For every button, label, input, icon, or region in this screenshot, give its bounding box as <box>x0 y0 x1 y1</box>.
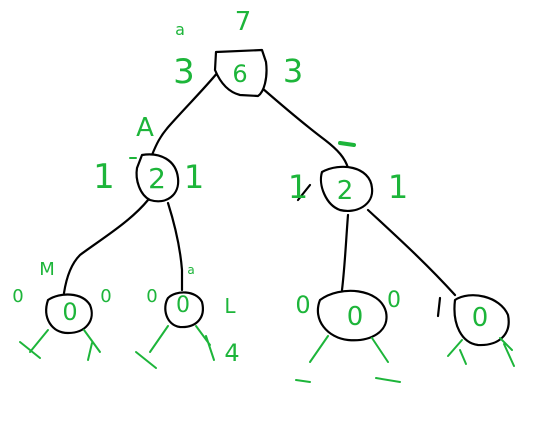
leaf-ll-value: 0 <box>62 298 77 326</box>
leaf-lr-value: 0 <box>176 293 190 318</box>
root-right-label: 3 <box>283 52 303 90</box>
leaf-rr-left-branch <box>447 339 467 365</box>
leaf-lr-left-label: 0 <box>146 286 157 307</box>
leaf-lr-outline <box>164 291 204 329</box>
leaf-lr-right-label: L <box>224 294 236 318</box>
root-node-outline <box>213 48 268 98</box>
leaf-ll-outline <box>45 293 93 335</box>
leaf-rl-left-label: 0 <box>295 291 310 319</box>
leaf-rl-right-branch <box>371 337 401 383</box>
root-value: 6 <box>232 60 247 88</box>
leaf-rl-outline <box>316 289 388 342</box>
left-node-outline <box>135 153 180 203</box>
leaf-rl-right-label: 0 <box>387 288 401 313</box>
leaf-rr-stub <box>436 296 442 318</box>
left-node-left-label: 1 <box>93 157 115 197</box>
right-node-stub <box>296 183 312 202</box>
right-node-right-label: 1 <box>388 168 408 206</box>
leaf-lr-right-branch <box>195 325 215 361</box>
leaf-ll-above-label: M <box>39 259 55 280</box>
leaf-lr-above-label: a <box>187 263 194 277</box>
edge-root-to-right <box>260 86 350 170</box>
root-left-label: 3 <box>173 52 195 92</box>
left-node-value: 2 <box>148 162 166 195</box>
leaf-rl-left-branch <box>295 335 329 383</box>
edge-right-to-leaf-rl <box>340 213 350 292</box>
root-mark: a <box>175 20 185 39</box>
leaf-rl-value: 0 <box>347 302 364 332</box>
leaf-ll-left-label: 0 <box>12 286 23 307</box>
edge-root-to-left <box>150 70 220 157</box>
leaf-ll-right-label: 0 <box>100 286 111 307</box>
edge-left-to-leaf-ll <box>62 198 150 295</box>
root-above-label: 7 <box>235 7 252 37</box>
leaf-ll-right-branch <box>83 329 101 361</box>
right-node-above-dash <box>338 141 356 147</box>
leaf-rr-value: 0 <box>472 303 489 333</box>
leaf-rr-outline <box>453 294 510 347</box>
right-node-outline <box>319 165 374 212</box>
right-node-left-label: 1 <box>288 168 308 206</box>
right-node-value: 2 <box>337 176 354 206</box>
leaf-lr-below-right-label: 4 <box>224 339 239 367</box>
edge-right-to-leaf-rr <box>366 208 457 297</box>
left-node-above-label: A <box>136 113 154 143</box>
left-node-right-label: 1 <box>184 158 204 196</box>
leaf-ll-left-branch <box>19 329 49 359</box>
leaf-rr-right-branch <box>499 337 515 367</box>
leaf-lr-left-branch <box>135 325 169 369</box>
edge-left-to-leaf-lr <box>166 201 184 292</box>
